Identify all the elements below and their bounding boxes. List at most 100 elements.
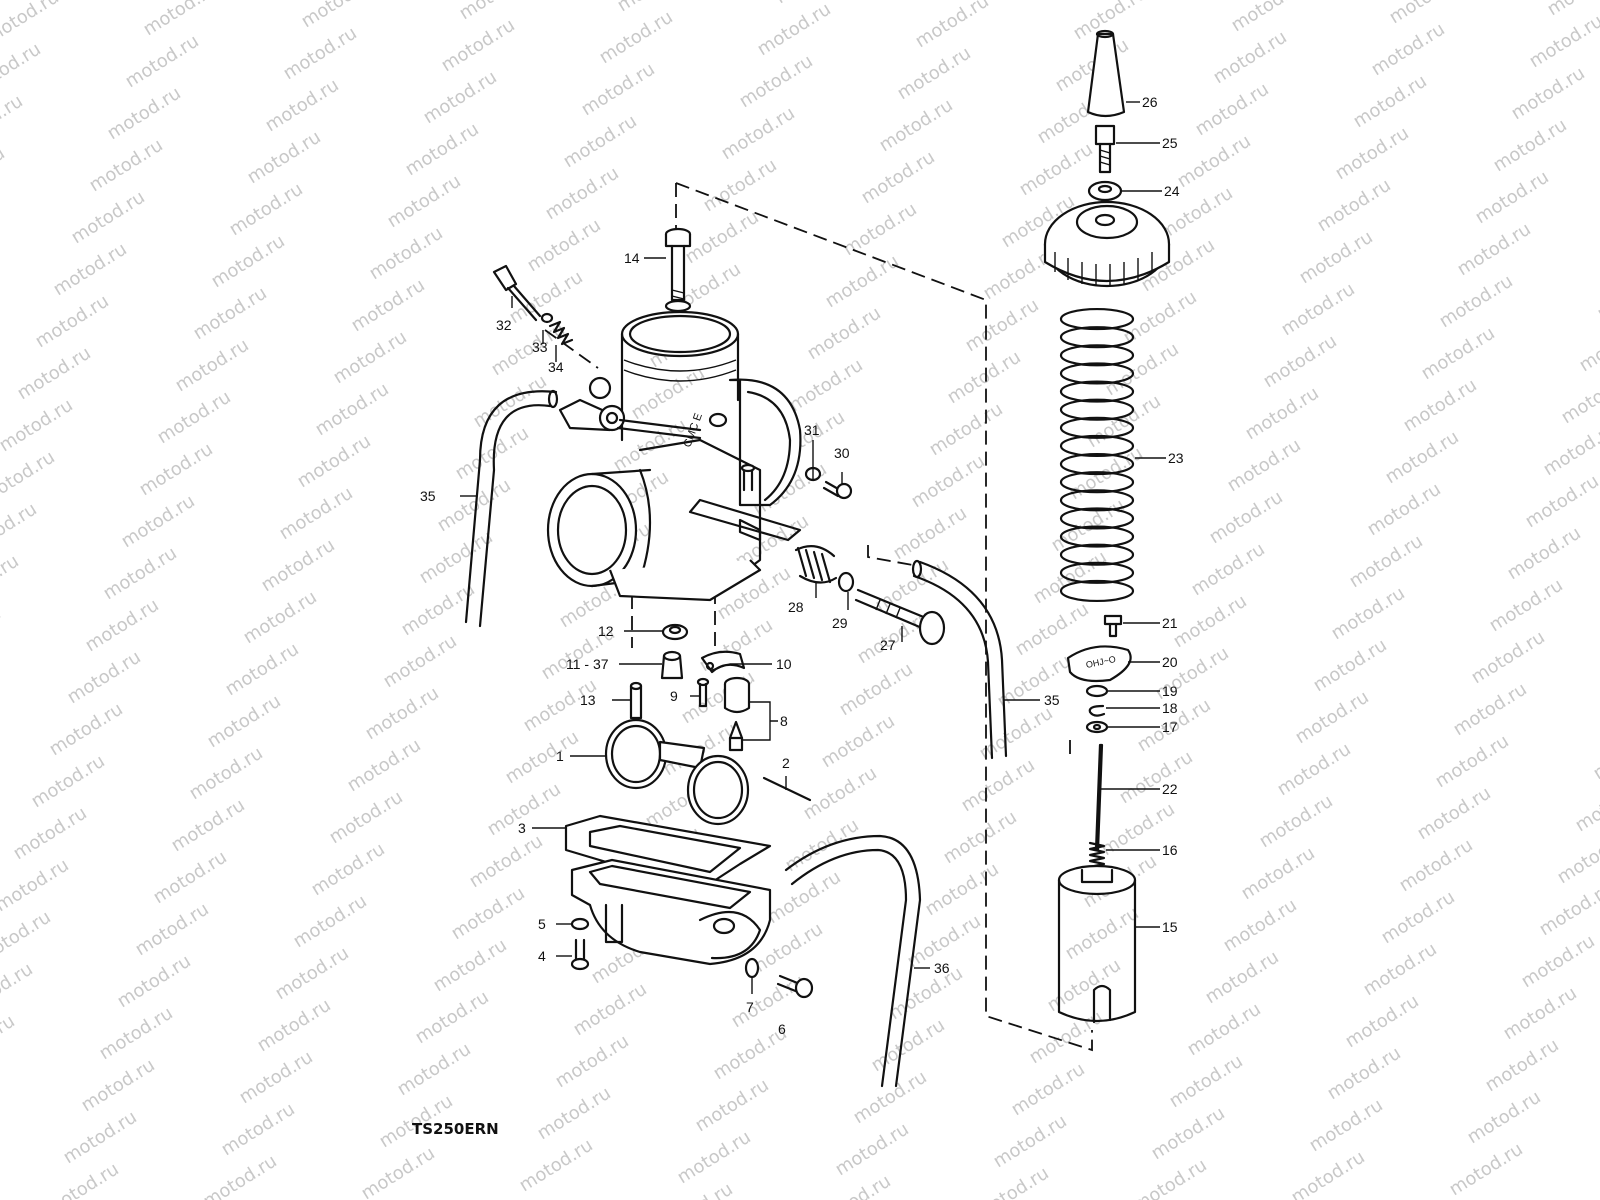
spring-coil [1059, 452, 1135, 476]
watermark-text: motod.ru [0, 143, 9, 205]
watermark-text: motod.ru [1292, 687, 1373, 749]
callout-12: 12 [598, 623, 614, 639]
watermark-text: motod.ru [894, 43, 975, 105]
watermark-text: motod.ru [1346, 531, 1427, 593]
watermark-text: motod.ru [1378, 887, 1459, 949]
watermark-text: motod.ru [876, 95, 957, 157]
watermark-text: motod.ru [366, 223, 447, 285]
watermark-text: motod.ru [1310, 635, 1391, 697]
watermark-text: motod.ru [1260, 331, 1341, 393]
watermark-text: motod.ru [1400, 375, 1481, 437]
watermark-text: motod.ru [0, 907, 55, 969]
watermark-text: motod.ru [818, 711, 899, 773]
watermark-text: motod.ru [1486, 575, 1567, 637]
callout-20: 20 [1162, 654, 1178, 670]
part-float-bowl [570, 858, 772, 966]
part-7-oring [744, 957, 760, 979]
part-25-adjuster [1094, 124, 1116, 174]
watermark-text: motod.ru [254, 995, 335, 1057]
watermark-text: motod.ru [86, 135, 167, 197]
watermark-text: motod.ru [782, 815, 863, 877]
watermark-text: motod.ru [290, 891, 371, 953]
part-8-needle-valve [723, 676, 751, 752]
callout-10: 10 [776, 656, 792, 672]
callout-7: 7 [746, 999, 754, 1015]
part-top-cap [1043, 200, 1171, 288]
part-15-throttle-valve [1057, 864, 1137, 1024]
watermark-text: motod.ru [804, 303, 885, 365]
spring-coil [1059, 344, 1135, 367]
watermark-text: motod.ru [656, 1179, 737, 1200]
spring-coil [1059, 561, 1135, 584]
watermark-text: motod.ru [1044, 955, 1125, 1017]
watermark-text: motod.ru [46, 699, 127, 761]
watermark-text: motod.ru [0, 1011, 19, 1073]
watermark-text: motod.ru [912, 0, 993, 52]
watermark-text: motod.ru [552, 1031, 633, 1093]
watermark-text: motod.ru [1386, 0, 1467, 28]
watermark-text: motod.ru [908, 451, 989, 513]
watermark-text: motod.ru [1224, 435, 1305, 497]
watermark-text: motod.ru [326, 787, 407, 849]
watermark-text: motod.ru [1508, 63, 1589, 125]
watermark-text: motod.ru [466, 831, 547, 893]
watermark-text: motod.ru [0, 855, 73, 917]
watermark-text: motod.ru [1518, 931, 1599, 993]
part-5-washer [570, 917, 590, 931]
part-27-throttle-stop-screw [854, 588, 946, 646]
watermark-text: motod.ru [1500, 983, 1581, 1045]
spring-coil [1059, 416, 1135, 439]
watermark-text: motod.ru [840, 199, 921, 261]
watermark-text: motod.ru [728, 971, 809, 1033]
watermark-text: motod.ru [570, 979, 651, 1041]
callout-6: 6 [778, 1021, 786, 1037]
watermark-text: motod.ru [1188, 539, 1269, 601]
watermark-text: motod.ru [994, 651, 1075, 713]
watermark-text: motod.ru [236, 1047, 317, 1109]
watermark-text: motod.ru [1436, 271, 1517, 333]
watermark-text: motod.ru [1350, 71, 1431, 133]
part-2-pin [762, 776, 812, 802]
watermark-text: motod.ru [294, 431, 375, 493]
watermark-text: motod.ru [1590, 723, 1600, 785]
callout-15: 15 [1162, 919, 1178, 935]
watermark-text: motod.ru [578, 59, 659, 121]
watermark-text: motod.ru [412, 987, 493, 1049]
callout-3: 3 [518, 820, 526, 836]
watermark-text: motod.ru [0, 39, 45, 101]
watermark-text: motod.ru [1228, 0, 1309, 36]
watermark-text: motod.ru [1418, 323, 1499, 385]
spring-coil [1059, 380, 1135, 403]
watermark-text: motod.ru [28, 751, 109, 813]
watermark-text: motod.ru [222, 639, 303, 701]
watermark-text: motod.ru [272, 943, 353, 1005]
callout-21: 21 [1162, 615, 1178, 631]
watermark-text: motod.ru [312, 379, 393, 441]
watermark-text: motod.ru [1536, 879, 1600, 941]
callout-28: 28 [788, 599, 804, 615]
watermark-text: motod.ru [240, 587, 321, 649]
spring-coil [1059, 507, 1135, 530]
callout-9: 9 [670, 688, 678, 704]
watermark-text: motod.ru [1454, 219, 1535, 281]
watermark-text: motod.ru [1016, 139, 1097, 201]
callout-35-left: 35 [420, 488, 436, 504]
callout-5: 5 [538, 916, 546, 932]
watermark-text: motod.ru [922, 859, 1003, 921]
watermark-text: motod.ru [1324, 1043, 1405, 1105]
watermark-text: motod.ru [890, 503, 971, 565]
watermark-text: motod.ru [1202, 947, 1283, 1009]
spring-coil [1059, 489, 1135, 512]
callout-33: 33 [532, 339, 548, 355]
part-28-spring [794, 545, 838, 584]
watermark-text: motod.ru [402, 119, 483, 181]
callout-14: 14 [624, 250, 640, 266]
watermark-text: motod.ru [200, 1151, 281, 1200]
part-11-37-jet [660, 650, 684, 680]
watermark-text: motod.ru [1296, 227, 1377, 289]
watermark-text: motod.ru [394, 1039, 475, 1101]
callout-29: 29 [832, 615, 848, 631]
callout-22: 22 [1162, 781, 1178, 797]
watermark-text: motod.ru [132, 899, 213, 961]
